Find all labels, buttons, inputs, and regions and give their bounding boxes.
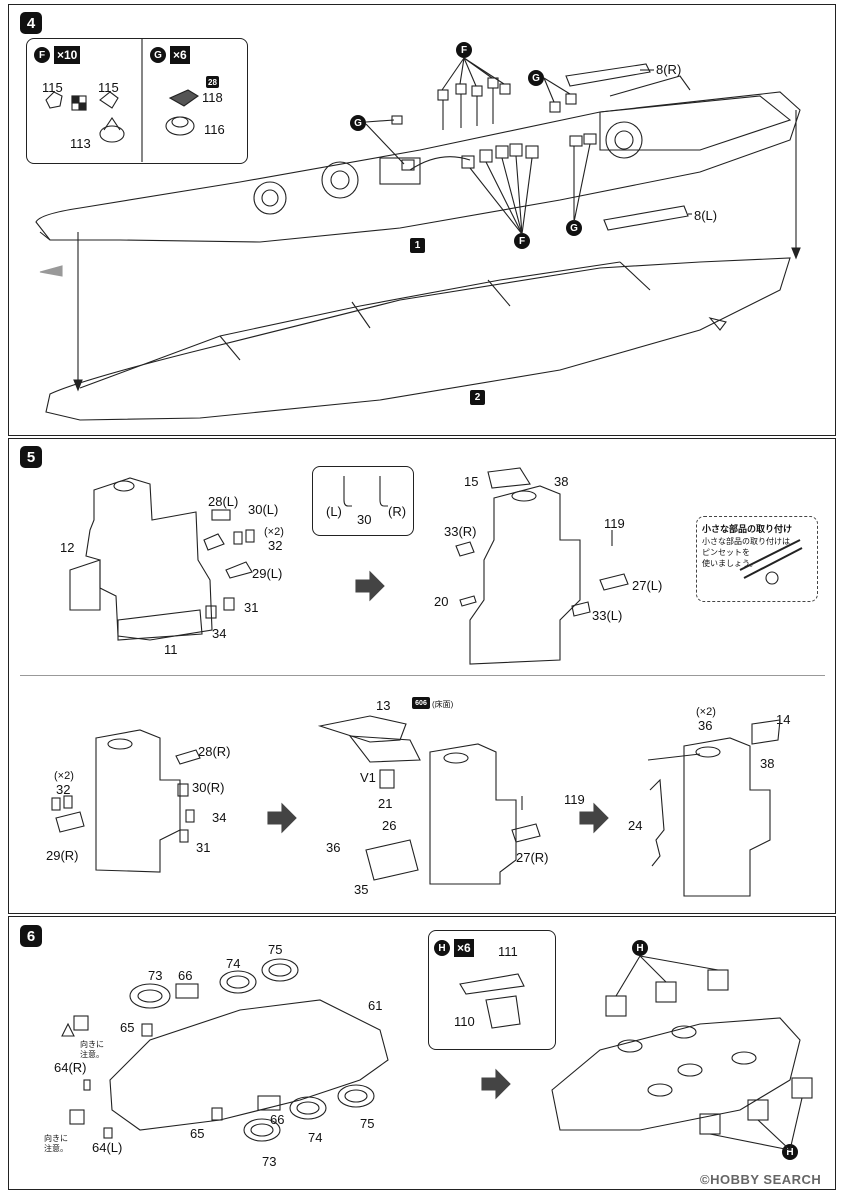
part-119-b: 119: [564, 792, 585, 807]
callout-g-top: G: [528, 70, 544, 86]
part-26: 26: [382, 818, 397, 833]
inset-30: 30: [357, 512, 372, 527]
part-27l: 27(L): [632, 578, 663, 593]
part-29l: 29(L): [252, 566, 283, 581]
part-30-inset: [312, 466, 414, 536]
part-34-b: 34: [212, 810, 227, 825]
part-115-b: 115: [98, 80, 119, 95]
part-115-a: 115: [42, 80, 63, 95]
tip-box: [696, 516, 818, 602]
part-tree-f-qty: ×10: [54, 46, 81, 64]
assembly-2: 2: [470, 390, 485, 405]
part-116: 116: [204, 122, 225, 137]
part-34: 34: [212, 626, 227, 641]
part-30l: 30(L): [248, 502, 279, 517]
part-36-c: 36: [698, 718, 713, 733]
part-v1: V1: [360, 770, 376, 785]
part-118: 118: [202, 90, 223, 105]
part-33l: 33(L): [592, 608, 623, 623]
part-64l: 64(L): [92, 1140, 123, 1155]
part-21: 21: [378, 796, 393, 811]
part-tree-h-qty: ×6: [454, 939, 474, 957]
inset-l: (L): [326, 504, 342, 519]
part-32-b: 32: [56, 782, 71, 797]
callout-h-bottom: H: [782, 1144, 798, 1160]
part-31: 31: [244, 600, 259, 615]
step-6-panel: [8, 916, 836, 1190]
callout-f-bottom: F: [514, 233, 530, 249]
part-24: 24: [628, 818, 643, 833]
paint-badge-606: 606: [412, 697, 430, 709]
part-tree-f-badge: F: [34, 47, 50, 63]
part-110: 110: [454, 1014, 475, 1029]
part-38-b: 38: [760, 756, 775, 771]
part-35: 35: [354, 882, 369, 897]
part-29r: 29(R): [46, 848, 79, 863]
qty-x2: (×2): [264, 526, 284, 538]
part-27r: 27(R): [516, 850, 549, 865]
part-tree-h-badge: H: [434, 940, 450, 956]
callout-h-top: H: [632, 940, 648, 956]
part-64r: 64(R): [54, 1060, 87, 1075]
part-113: 113: [70, 136, 91, 151]
part-66-a: 66: [178, 968, 193, 983]
callout-g-bottom: G: [566, 220, 582, 236]
part-tree-g-qty: ×6: [170, 46, 190, 64]
orientation-note-1: 向きに 注意。: [80, 1040, 104, 1059]
inset-r: (R): [388, 504, 407, 519]
callout-g-left: G: [350, 115, 366, 131]
step-6-number: 6: [20, 925, 42, 947]
part-73-b: 73: [262, 1154, 277, 1169]
paint-badge-28: 28: [206, 76, 219, 88]
part-tree-g-badge: G: [150, 47, 166, 63]
part-33r: 33(R): [444, 524, 477, 539]
part-36-b: 36: [326, 840, 341, 855]
paint-badge-note: (床面): [432, 700, 454, 709]
part-119-top: 119: [604, 516, 625, 531]
part-11: 11: [164, 642, 178, 657]
part-15: 15: [464, 474, 479, 489]
part-75-b: 75: [360, 1116, 375, 1131]
part-74-b: 74: [308, 1130, 323, 1145]
step-5-divider: [20, 675, 825, 676]
part-73-a: 73: [148, 968, 163, 983]
part-74-a: 74: [226, 956, 241, 971]
part-30r: 30(R): [192, 780, 225, 795]
part-20: 20: [434, 594, 449, 609]
part-65-b: 65: [190, 1126, 205, 1141]
part-75-a: 75: [268, 942, 283, 957]
tip-body: 小さな部品の取り付けは ピンセットを 使いましょう。: [702, 537, 790, 568]
step-4-number: 4: [20, 12, 42, 34]
part-28r: 28(R): [198, 744, 231, 759]
part-13: 13: [376, 698, 391, 713]
step-5-number: 5: [20, 446, 42, 468]
part-38-top: 38: [554, 474, 569, 489]
part-31-b: 31: [196, 840, 211, 855]
orientation-note-2: 向きに 注意。: [44, 1134, 68, 1153]
part-66-b: 66: [270, 1112, 285, 1127]
assembly-1: 1: [410, 238, 425, 253]
qty-x2-b: (×2): [54, 770, 74, 782]
callout-f-top: F: [456, 42, 472, 58]
part-8r: 8(R): [656, 62, 682, 77]
part-111: 111: [498, 944, 518, 959]
part-8l: 8(L): [694, 208, 718, 223]
tip-title: 小さな部品の取り付け: [702, 524, 793, 534]
watermark: ©HOBBY SEARCH: [700, 1172, 822, 1187]
qty-x2-c: (×2): [696, 706, 716, 718]
part-12: 12: [60, 540, 75, 555]
part-65-a: 65: [120, 1020, 135, 1035]
part-28l: 28(L): [208, 494, 239, 509]
part-61: 61: [368, 998, 383, 1013]
part-32: 32: [268, 538, 283, 553]
